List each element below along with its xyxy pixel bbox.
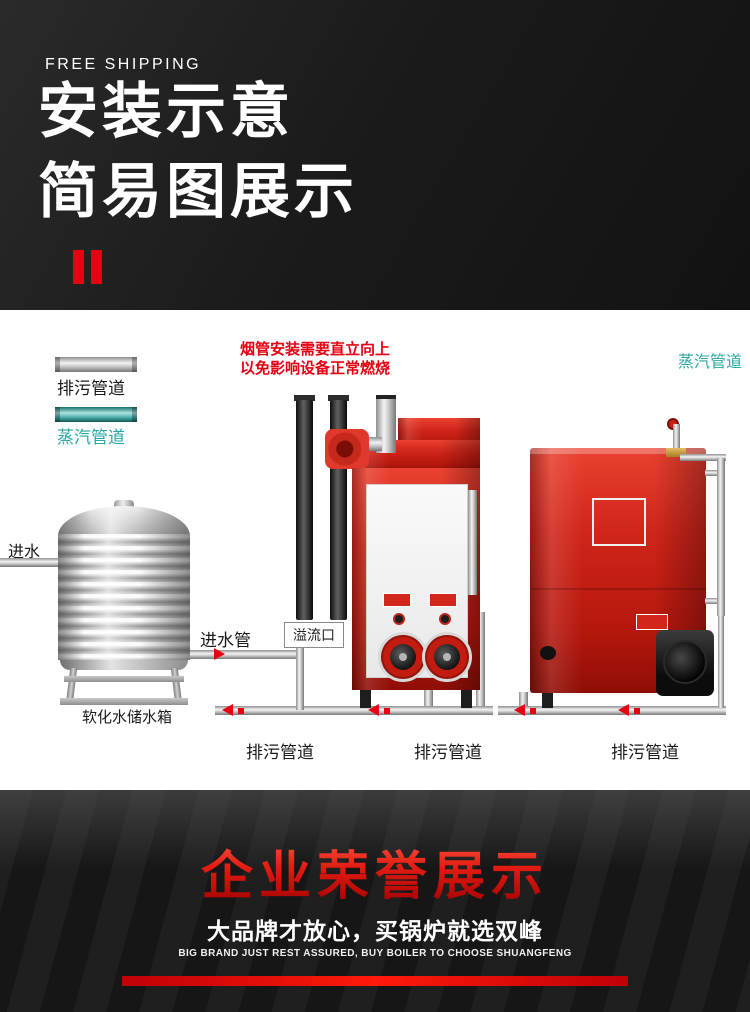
pressure-gauge — [393, 613, 405, 625]
burner — [381, 635, 425, 679]
water-inlet-pipe — [0, 558, 62, 567]
accent-bars — [73, 250, 102, 284]
boiler-1-drain-stub — [424, 685, 433, 709]
burner-motor-face — [663, 640, 707, 684]
drain-pipe-run-2 — [498, 706, 726, 715]
legend-steam-pipe-swatch — [55, 407, 137, 422]
flow-arrow-icon — [214, 648, 225, 660]
tank-dome — [58, 506, 190, 536]
accent-bar — [73, 250, 84, 284]
overflow-port-label: 溢流口 — [293, 627, 335, 643]
pressure-gauge — [439, 613, 451, 625]
flow-dot — [634, 708, 640, 714]
flow-dot — [238, 708, 244, 714]
tank-stand-rail — [64, 676, 184, 682]
boiler-foot — [461, 690, 472, 708]
boiler-2-seam — [530, 588, 706, 590]
flue-outlet-opening — [376, 395, 396, 401]
sight-glass-tube — [717, 458, 725, 616]
installation-diagram-section: 排污管道 蒸汽管道 烟管安装需要直立向上 以免影响设备正常燃烧 蒸汽管道 进水 … — [0, 310, 750, 790]
chimney-warning: 烟管安装需要直立向上 以免影响设备正常燃烧 — [225, 340, 405, 378]
tank-body — [58, 534, 190, 660]
boiler-1-drain-drop-pipe — [476, 612, 485, 710]
boiler-1-side-pipe — [468, 490, 477, 595]
tank-cap — [114, 500, 134, 508]
boiler-1 — [283, 395, 493, 725]
legend-drain-pipe-swatch — [55, 357, 137, 372]
steam-valve-tee — [666, 448, 686, 457]
footer-section: 企业荣誉展示 大品牌才放心，买锅炉就选双峰 BIG BRAND JUST RES… — [0, 790, 750, 1012]
boiler-2-panel-outline — [592, 498, 646, 546]
boiler-2-inlet-fitting — [540, 646, 556, 660]
legend-steam-pipe-label: 蒸汽管道 — [57, 428, 125, 447]
boiler-2-top-highlight — [530, 448, 706, 454]
tank-stand-base — [60, 698, 188, 705]
burner-dot — [443, 653, 451, 661]
drain-pipe-label-3: 排污管道 — [611, 743, 679, 762]
boiler-1-sticker — [429, 593, 457, 607]
page-title-line-1: 安装示意 — [38, 78, 294, 145]
steam-pipe-label: 蒸汽管道 — [678, 354, 743, 371]
chimney-warning-line1: 烟管安装需要直立向上 — [239, 341, 390, 358]
steam-outlet-pipe — [680, 454, 726, 461]
honor-subtitle: 大品牌才放心，买锅炉就选双峰 — [207, 918, 543, 944]
burner-core — [390, 644, 416, 670]
accent-bar — [91, 250, 102, 284]
sight-glass-connector — [705, 598, 717, 604]
flow-arrow-icon — [618, 704, 629, 716]
drain-pipe-label-1: 排污管道 — [246, 743, 314, 762]
flow-arrow-icon — [368, 704, 379, 716]
flow-dot — [530, 708, 536, 714]
drain-pipe-run-1 — [215, 706, 493, 715]
water-inlet-label: 进水 — [8, 544, 41, 561]
water-tank — [58, 500, 190, 730]
chimney-pipe — [296, 400, 313, 620]
boiler-2 — [528, 418, 733, 728]
boiler-2-drain-stub — [519, 692, 528, 708]
burner — [425, 635, 469, 679]
overflow-drop-pipe — [296, 648, 304, 710]
page-title-line-2: 简易图展示 — [38, 158, 358, 225]
chimney-cap — [294, 395, 315, 401]
drain-pipe-label-2: 排污管道 — [414, 743, 482, 762]
steam-valve-riser — [673, 424, 680, 452]
chimney-warning-line2: 以免影响设备正常燃烧 — [239, 360, 390, 377]
burner-motor — [656, 630, 714, 696]
boiler-2-sticker — [636, 614, 668, 630]
boiler-foot — [542, 693, 553, 708]
honor-title: 企业荣誉展示 — [0, 834, 750, 909]
exhaust-fan — [325, 429, 369, 469]
tank-label: 软化水储水箱 — [81, 709, 172, 726]
legend-drain-pipe-label: 排污管道 — [57, 379, 125, 398]
flow-arrow-icon — [514, 704, 525, 716]
flow-dot — [384, 708, 390, 714]
inlet-pipe-label: 进水管 — [200, 631, 251, 650]
flow-arrow-icon — [222, 704, 233, 716]
burner-dot — [399, 653, 407, 661]
overflow-port-box: 溢流口 — [284, 622, 344, 648]
boiler-foot — [360, 690, 371, 708]
boiler-1-sticker — [383, 593, 411, 607]
sight-glass-drain-pipe — [718, 616, 724, 708]
header-section: FREE SHIPPING 安装示意 简易图展示 — [0, 0, 750, 310]
free-shipping-text: FREE SHIPPING — [45, 56, 202, 73]
honor-subtitle-en: BIG BRAND JUST REST ASSURED, BUY BOILER … — [178, 948, 572, 959]
burner-core — [434, 644, 460, 670]
sight-glass-connector — [705, 470, 717, 476]
chimney-cap — [328, 395, 349, 401]
tank-rim — [60, 660, 188, 670]
footer-red-bar — [122, 976, 628, 986]
